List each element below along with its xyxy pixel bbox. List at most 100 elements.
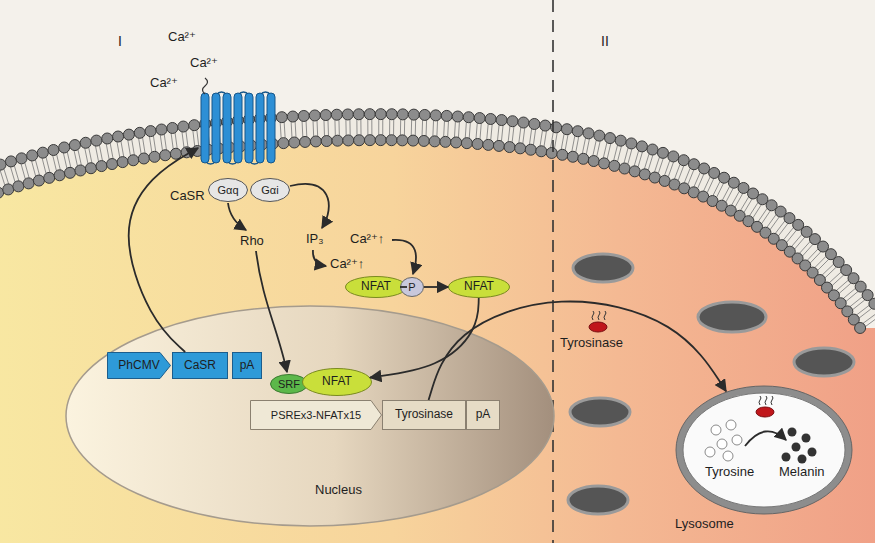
lipid-head (869, 298, 875, 309)
lipid-tail (582, 138, 585, 154)
lipid-tail (607, 143, 611, 159)
lipid-tail (0, 170, 5, 185)
oval-outline (401, 278, 424, 297)
lysosome-membrane (676, 386, 852, 514)
lipid-tail (512, 126, 514, 142)
lipid-tail (778, 223, 788, 236)
receptor-helix (234, 93, 242, 163)
lipid-head (647, 144, 658, 155)
node-text: CaSR (184, 359, 216, 372)
lipid-head (668, 151, 679, 162)
lipid-head (485, 113, 496, 124)
lipid-tail (540, 130, 542, 146)
lipid-head (540, 120, 551, 131)
lipid-tail (458, 122, 460, 138)
lipid-tail (193, 130, 195, 146)
lipid-tail (389, 119, 390, 135)
enzyme-tail (759, 396, 773, 405)
lipid-tail (783, 228, 793, 240)
lipid-head (3, 184, 14, 195)
transcription-factor: NFAT (345, 276, 407, 298)
lipid-head (23, 178, 34, 189)
enzyme (756, 407, 774, 417)
lipid-head (567, 151, 578, 162)
lipid-tail (624, 148, 628, 163)
signal-arrow (392, 240, 416, 274)
enzyme (589, 322, 607, 332)
lipid-tail (327, 120, 329, 136)
lipid-head (13, 181, 24, 192)
lipid-head (128, 155, 139, 166)
nucleus-outline (66, 306, 554, 526)
lipid-tail (334, 120, 335, 136)
pathway-label: Ca²⁺↑ (330, 257, 364, 271)
lipid-tail (14, 166, 19, 181)
lipid-tail (132, 139, 135, 155)
lipid-tail (291, 122, 293, 138)
lipid-tail (658, 158, 663, 173)
g-protein: Gαi (250, 178, 290, 202)
lipid-tail (422, 120, 424, 136)
node-text: Melanin (779, 465, 825, 479)
lipid-head (375, 135, 386, 146)
signal-arrow (290, 184, 329, 228)
pathway-label: Tyrosinase (560, 336, 623, 350)
lipid-tail (57, 154, 61, 170)
tyrosine-molecule (732, 435, 742, 445)
lipid-head (59, 142, 70, 153)
lipid-head (65, 167, 76, 178)
lipid-head (27, 150, 38, 161)
lipid-head (463, 112, 474, 123)
lipid-tail (565, 134, 568, 150)
lipid-head (557, 149, 568, 160)
lipid-tail (634, 151, 638, 166)
lipid-head (678, 155, 689, 166)
node-text: P (408, 281, 415, 293)
lipid-tail (186, 131, 188, 147)
lipid-tail (465, 122, 466, 138)
lipid-head (709, 167, 720, 178)
melanin-granule (782, 453, 791, 462)
lipid-head (657, 147, 668, 158)
lipid-tail (593, 140, 596, 156)
oval-outline (449, 277, 510, 298)
transcription-factor: SRF (270, 374, 308, 394)
tyrosinase-enzyme (589, 311, 607, 332)
lipid-tail (469, 122, 470, 138)
box-outline (383, 401, 466, 430)
lysosome: TyrosineMelaninLysosome (675, 385, 853, 515)
lipid-head (91, 135, 102, 146)
lipid-tail (497, 125, 499, 141)
pathway-label: Ca²⁺ (190, 56, 218, 70)
lipid-head (138, 153, 149, 164)
lipid-tail (175, 133, 177, 149)
lipid-head (364, 109, 375, 120)
lipid-tail (758, 208, 767, 221)
lipid-tail (654, 157, 659, 172)
lipid-head (364, 135, 375, 146)
lipid-tail (572, 136, 575, 152)
lipid-tail (863, 314, 875, 323)
polya-box: pA (466, 400, 500, 430)
pathway-label: Ca²⁺↑ (350, 232, 384, 246)
lipid-tail (865, 317, 875, 326)
receptor-helix (212, 93, 220, 163)
lipid-head (102, 133, 113, 144)
lipid-tail (25, 163, 29, 178)
organelle (794, 348, 854, 376)
tyrosine-molecule (726, 420, 736, 430)
lipid-tail (678, 166, 684, 181)
conversion-arrow (745, 431, 786, 446)
lipid-head (483, 139, 494, 150)
lipid-head (408, 109, 419, 120)
receptor-helix (223, 93, 231, 163)
lipid-head (167, 122, 178, 133)
g-protein: Gαq (208, 178, 248, 202)
lipid-head (113, 131, 124, 142)
lipid-tail (110, 143, 113, 159)
lipid-tail (822, 264, 834, 275)
lipid-head (441, 110, 452, 121)
lipid-tail (859, 308, 872, 318)
receptor-tail (203, 78, 208, 94)
